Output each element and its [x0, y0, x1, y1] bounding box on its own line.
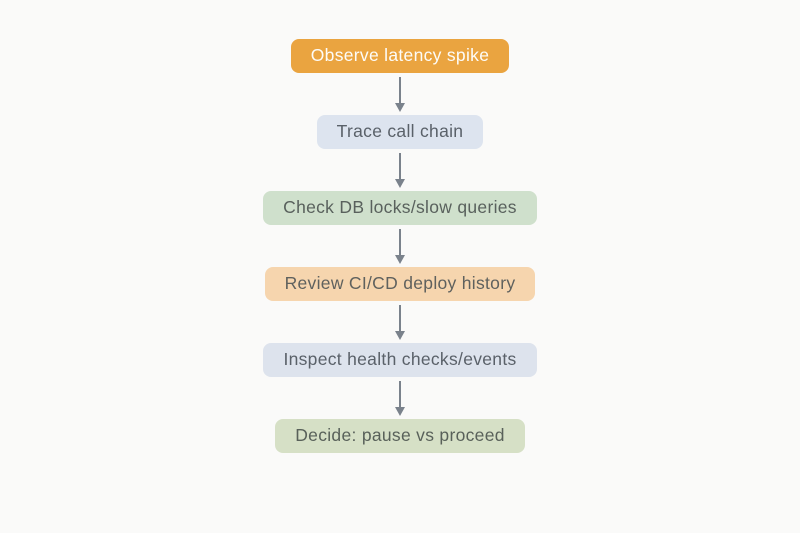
flow-arrow-2 — [395, 149, 405, 191]
arrow-shaft — [399, 77, 401, 103]
flow-arrow-1 — [395, 73, 405, 115]
arrow-shaft — [399, 305, 401, 331]
flow-arrow-5 — [395, 377, 405, 419]
arrow-shaft — [399, 229, 401, 255]
flow-node-trace-call-chain: Trace call chain — [316, 115, 484, 149]
arrow-shaft — [399, 381, 401, 407]
flow-node-decide-pause-vs-proceed: Decide: pause vs proceed — [275, 419, 525, 453]
arrow-down-icon — [395, 179, 405, 188]
arrow-down-icon — [395, 407, 405, 416]
flow-arrow-4 — [395, 301, 405, 343]
flow-node-inspect-health-checks: Inspect health checks/events — [263, 343, 537, 377]
flow-node-review-cicd-history: Review CI/CD deploy history — [264, 267, 536, 301]
arrow-down-icon — [395, 331, 405, 340]
arrow-down-icon — [395, 255, 405, 264]
arrow-down-icon — [395, 103, 405, 112]
arrow-shaft — [399, 153, 401, 179]
flow-arrow-3 — [395, 225, 405, 267]
flow-node-check-db-locks: Check DB locks/slow queries — [263, 191, 537, 225]
flow-node-observe-latency-spike: Observe latency spike — [290, 39, 510, 73]
